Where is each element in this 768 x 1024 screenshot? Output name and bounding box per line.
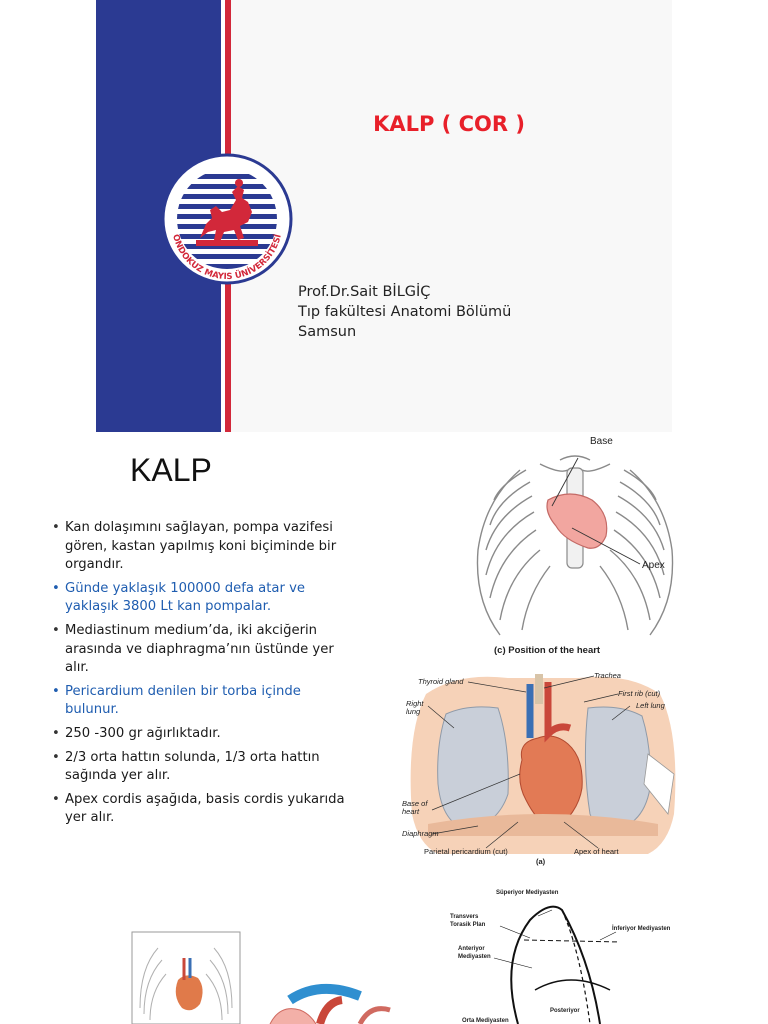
horse-rider-emblem bbox=[196, 179, 258, 246]
label-thyroid: Thyroid gland bbox=[418, 677, 464, 686]
bullet-item-highlight: Pericardium denilen bir torba içinde bul… bbox=[50, 683, 350, 720]
figure-caption: (c) Position of the heart bbox=[494, 645, 601, 656]
heart-vessels-figure bbox=[269, 983, 391, 1024]
section-title: KALP bbox=[130, 452, 212, 488]
heart-shape bbox=[546, 493, 608, 549]
label-base-of-heart: Base of bbox=[402, 799, 428, 808]
bullet-list: Kan dolaşımını sağlayan, pompa vazifesi … bbox=[50, 519, 350, 833]
slide-title: KALP ( COR ) bbox=[373, 112, 525, 136]
label-right-lung-2: lung bbox=[406, 707, 421, 716]
label-parietal-pericardium: Parietal pericardium (cut) bbox=[424, 847, 508, 856]
bullet-item: 2/3 orta hattın solunda, 1/3 orta hattın… bbox=[50, 749, 350, 786]
author-name: Prof.Dr.Sait BİLGİÇ bbox=[298, 284, 431, 300]
pericardium-flap bbox=[643, 753, 675, 815]
author-department: Tıp fakültesi Anatomi Bölümü bbox=[298, 304, 512, 320]
label-transvers-plane-2: Torasik Plan bbox=[450, 922, 486, 928]
rib-cage bbox=[476, 455, 674, 636]
label-base: Base bbox=[590, 436, 613, 447]
heart-position-figure: Base Apex (c) Position of the heart bbox=[476, 436, 674, 656]
label-middle-mediastinum: Orta Mediyasten bbox=[462, 1018, 509, 1024]
bullet-item: Kan dolaşımını sağlayan, pompa vazifesi … bbox=[50, 519, 350, 575]
label-inferior-mediastinum: İnferiyor Mediyasten bbox=[612, 925, 671, 932]
bullet-item: Apex cordis aşağıda, basis cordis yukarı… bbox=[50, 791, 350, 828]
label-transvers-plane: Transvers bbox=[450, 914, 479, 920]
bullet-item: 250 -300 gr ağırlıktadır. bbox=[50, 725, 350, 744]
label-anterior-mediastinum: Anteriyor bbox=[458, 946, 485, 952]
label-superior-mediastinum: Süperiyor Mediyasten bbox=[496, 890, 559, 896]
label-first-rib: First rib (cut) bbox=[618, 689, 661, 698]
heart bbox=[175, 975, 203, 1011]
label-left-lung: Left lung bbox=[636, 701, 666, 710]
label-base-of-heart-2: heart bbox=[402, 807, 420, 816]
title-slide: ONDOKUZ MAYIS ÜNİVERSİTESİ KALP ( COR ) … bbox=[96, 0, 672, 432]
panel-label: (a) bbox=[536, 857, 546, 866]
author-block: Prof.Dr.Sait BİLGİÇ Tıp fakültesi Anatom… bbox=[298, 282, 511, 342]
mediastinum-figure: Süperiyor Mediyasten Transvers Torasik P… bbox=[450, 890, 671, 1024]
label-anterior-mediastinum-2: Mediyasten bbox=[458, 954, 491, 960]
label-diaphragm: Diaphragm bbox=[402, 829, 439, 838]
label-trachea: Trachea bbox=[594, 671, 621, 680]
thorax-heart-figure bbox=[131, 931, 241, 1024]
label-posterior-mediastinum: Posteriyor bbox=[550, 1008, 580, 1014]
author-city: Samsun bbox=[298, 324, 357, 340]
bullet-item-highlight: Günde yaklaşık 100000 defa atar ve yakla… bbox=[50, 580, 350, 617]
right-lung bbox=[437, 706, 509, 831]
diaphragm bbox=[428, 814, 658, 836]
bullet-item: Mediastinum medium’da, iki akciğerin ara… bbox=[50, 622, 350, 678]
left-lung bbox=[584, 706, 651, 831]
label-apex-of-heart: Apex of heart bbox=[574, 847, 620, 856]
heart-anatomy-figure: Thyroid gland Trachea First rib (cut) Le… bbox=[402, 671, 676, 866]
label-apex: Apex bbox=[642, 560, 665, 571]
university-logo: ONDOKUZ MAYIS ÜNİVERSİTESİ bbox=[161, 153, 293, 285]
heart bbox=[519, 735, 583, 833]
label-right-lung: Right bbox=[406, 699, 424, 708]
